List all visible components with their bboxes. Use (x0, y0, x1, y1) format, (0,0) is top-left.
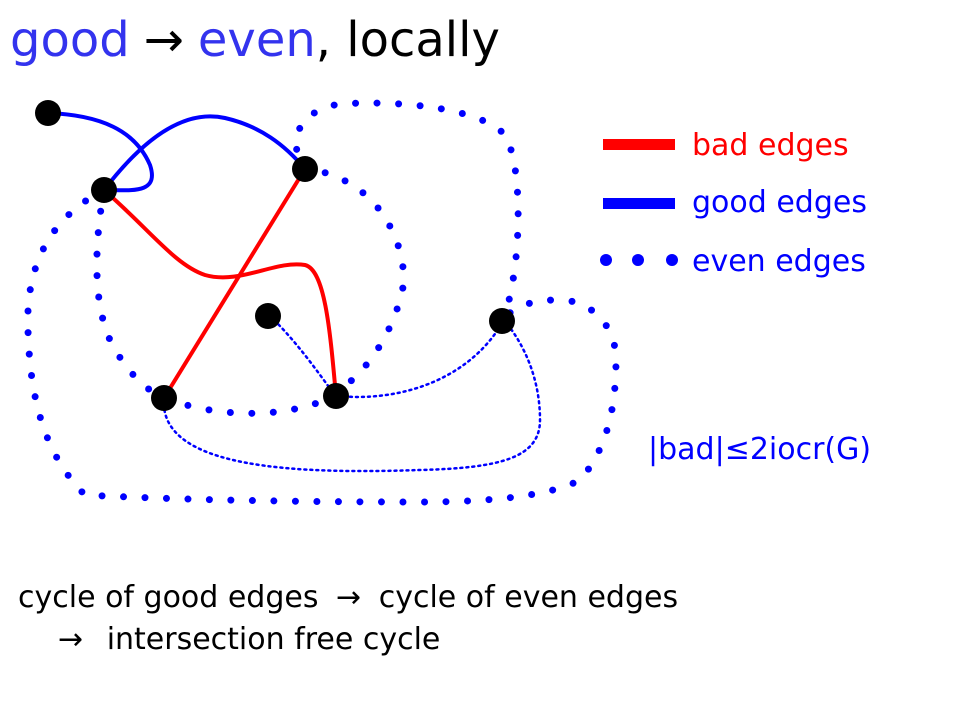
caption-arrow-2: → (58, 622, 84, 657)
legend-swatch-even-dot (666, 254, 678, 266)
even-edge-thin-c (162, 318, 542, 473)
good-edges (47, 111, 307, 193)
legend-label-bad: bad edges (692, 128, 849, 163)
even-edge-inner-loop (93, 165, 407, 417)
caption-even-cycle: cycle of even edges (378, 580, 679, 615)
vertex (91, 177, 117, 203)
caption-line-2: → intersection free cycle (58, 620, 440, 660)
legend-label-good: good edges (692, 185, 867, 220)
legend-swatch-even-dot (600, 254, 612, 266)
caption-line-1: cycle of good edges → cycle of even edge… (18, 578, 678, 618)
title-word-even: even (197, 12, 316, 68)
caption-good-cycle: cycle of good edges (18, 580, 319, 615)
legend-swatch-bad (603, 139, 675, 150)
formula-suffix: 2iocr(G) (749, 432, 872, 467)
even-edges (24, 99, 620, 506)
slide-title: good→even, locally (10, 8, 500, 72)
even-edge-thin-a (268, 314, 336, 396)
title-arrow: → (143, 12, 184, 68)
vertex (151, 385, 177, 411)
bad-edge-a (102, 188, 338, 397)
bad-edge-b (162, 167, 307, 400)
vertex (292, 156, 318, 182)
good-edge-b (102, 114, 307, 192)
vertex (489, 308, 515, 334)
vertex (255, 303, 281, 329)
caption-arrow-1: → (336, 580, 362, 615)
formula-prefix: |bad| (648, 432, 725, 467)
formula-leq: ≤ (724, 432, 750, 467)
legend-swatch-good (603, 198, 675, 209)
legend-swatch-even-dot (632, 254, 644, 266)
even-edge-thin-b (336, 318, 506, 399)
good-edge-a (47, 111, 154, 193)
bad-bound-formula: |bad|≤2iocr(G) (648, 430, 871, 470)
legend-swatches (600, 139, 678, 266)
vertices (35, 100, 515, 411)
title-rest: , locally (315, 12, 500, 68)
caption-intersection-free: intersection free cycle (106, 622, 441, 657)
legend-label-even: even edges (692, 244, 866, 279)
bad-edges (102, 167, 338, 400)
even-edge-outer-loop (24, 186, 620, 506)
vertex (35, 100, 61, 126)
vertex (323, 383, 349, 409)
title-word-good: good (10, 12, 130, 68)
even-edge-top-loop (292, 99, 522, 322)
